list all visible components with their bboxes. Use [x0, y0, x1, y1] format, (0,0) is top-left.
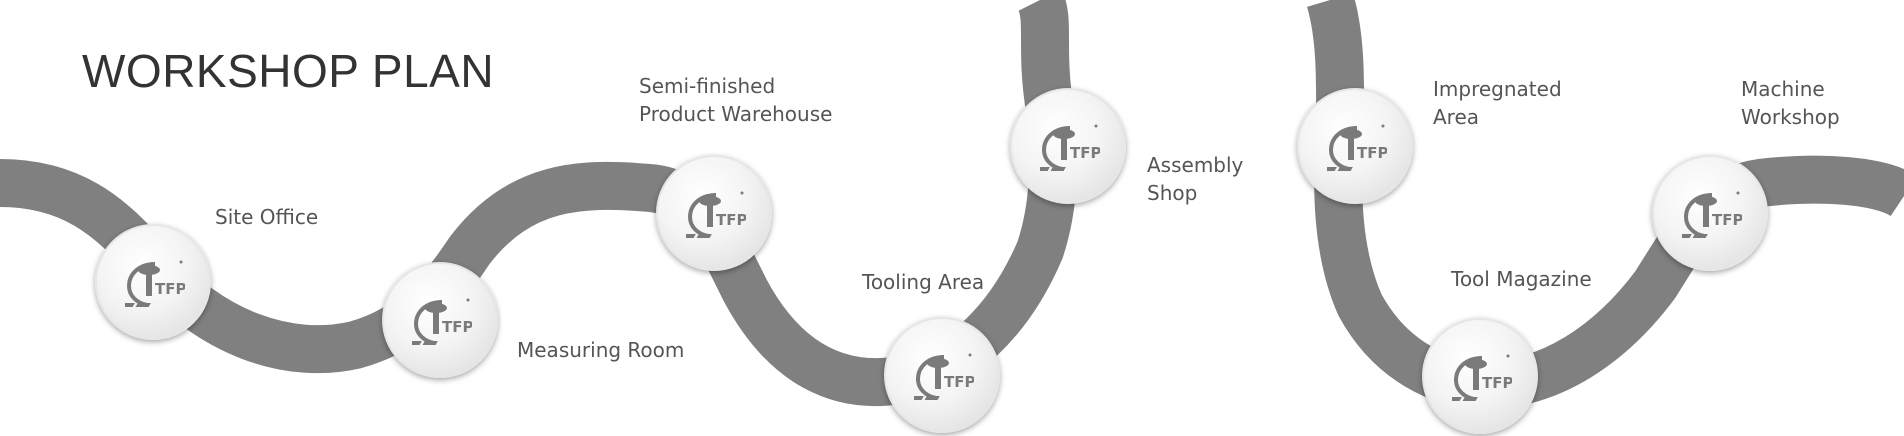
tfp-logo-icon: TFP	[412, 298, 472, 345]
label-site-office: Site Office	[215, 203, 318, 231]
tfp-logo-icon: TFP	[1040, 124, 1100, 171]
label-assembly-shop: Assembly Shop	[1147, 151, 1243, 207]
tfp-logo-icon: TFP	[914, 353, 974, 400]
page-title: WORKSHOP PLAN	[82, 45, 495, 97]
svg-text:TFP: TFP	[716, 211, 746, 229]
label-line: Tooling Area	[862, 270, 985, 294]
svg-text:TFP: TFP	[1482, 374, 1512, 392]
tfp-logo-icon: TFP	[125, 260, 185, 307]
tfp-logo-icon: TFP	[1327, 124, 1387, 171]
label-machine-workshop: Machine Workshop	[1741, 75, 1840, 131]
label-line: Area	[1433, 105, 1480, 129]
label-impregnated-area: Impregnated Area	[1433, 75, 1562, 131]
svg-text:TFP: TFP	[1357, 144, 1387, 162]
label-line: Impregnated	[1433, 77, 1562, 101]
node-site-office[interactable]: TFP	[95, 224, 211, 340]
node-semi-finished-warehouse[interactable]: TFP	[656, 155, 772, 271]
node-impregnated-area[interactable]: TFP	[1297, 88, 1413, 204]
node-machine-workshop[interactable]: TFP	[1652, 155, 1768, 271]
label-line: Semi-finished	[639, 74, 776, 98]
label-line: Product Warehouse	[639, 102, 833, 126]
label-line: Tool Magazine	[1451, 267, 1592, 291]
svg-text:TFP: TFP	[1712, 211, 1742, 229]
node-tool-magazine[interactable]: TFP	[1422, 318, 1538, 434]
node-tooling-area[interactable]: TFP	[884, 317, 1000, 433]
label-line: Workshop	[1741, 105, 1840, 129]
road-segment-right	[1306, 0, 1904, 410]
label-tooling-area: Tooling Area	[862, 268, 984, 296]
svg-text:TFP: TFP	[1070, 144, 1100, 162]
node-assembly-shop[interactable]: TFP	[1010, 88, 1126, 204]
label-semi-finished-warehouse: Semi-finished Product Warehouse	[639, 72, 832, 128]
tfp-logo-icon: TFP	[1452, 354, 1512, 401]
label-line: Assembly	[1147, 153, 1244, 177]
svg-text:TFP: TFP	[442, 318, 472, 336]
svg-text:TFP: TFP	[944, 373, 974, 391]
label-line: Machine	[1741, 77, 1825, 101]
tfp-logo-icon: TFP	[1682, 191, 1742, 238]
node-measuring-room[interactable]: TFP	[382, 262, 498, 378]
label-line: Site Office	[215, 205, 319, 229]
label-line: Shop	[1147, 181, 1198, 205]
svg-text:TFP: TFP	[155, 280, 185, 298]
label-measuring-room: Measuring Room	[517, 336, 684, 364]
tfp-logo-icon: TFP	[686, 191, 746, 238]
label-line: Measuring Room	[517, 338, 685, 362]
label-tool-magazine: Tool Magazine	[1451, 265, 1592, 293]
